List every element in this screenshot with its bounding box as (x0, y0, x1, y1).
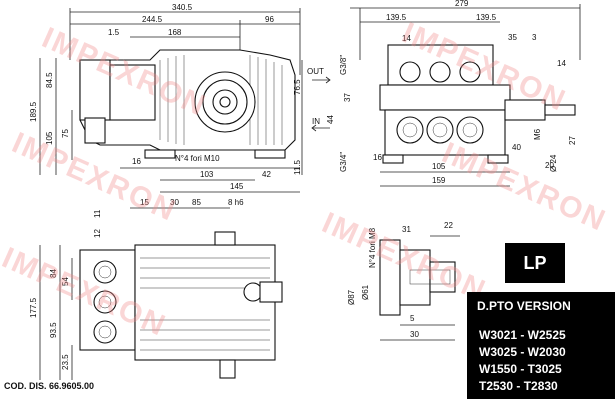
model-row: W3025 - W2030 (479, 345, 566, 359)
flange-view: 31 22 N°4 fori M8 Ø87 Ø61 5 30 (347, 221, 460, 341)
drawing-code: COD. DIS. 66.9605.00 (4, 381, 95, 391)
dim-shaft-24: Ø 24 (549, 154, 558, 172)
dim-end-14a: 14 (402, 34, 411, 43)
pto-title: D.PTO VERSION (477, 299, 571, 313)
dim-top-84: 84 (49, 269, 58, 278)
dim-foot-offset: 16 (132, 157, 141, 166)
dim-flange-31: 31 (402, 225, 411, 234)
dim-length-3: 96 (265, 15, 274, 24)
dim-length-2: 244.5 (142, 15, 163, 24)
model-row: W3021 - W2525 (479, 328, 566, 342)
dim-top-93: 93.5 (49, 322, 58, 338)
label-out: OUT (307, 67, 324, 76)
dim-end-20: 20 (545, 161, 554, 170)
dim-key-27: 27 (568, 136, 577, 145)
dim-end-159: 159 (432, 176, 446, 185)
model-row: W1550 - T3025 (479, 362, 562, 376)
label-flange-holes: N°4 fori M8 (368, 227, 377, 268)
dim-foot-right: 42 (262, 170, 271, 179)
dim-end-3: 3 (532, 33, 537, 42)
port-inlet-size: G3/4" (339, 152, 348, 172)
dim-right-1: 76.5 (293, 79, 302, 95)
dim-top-12: 12 (93, 229, 102, 238)
dim-port-44: 44 (326, 115, 335, 124)
dim-top-11: 11 (93, 209, 102, 218)
dim-flange-22: 22 (444, 221, 453, 230)
dim-end-35: 35 (508, 33, 517, 42)
dim-height-1: 189.5 (29, 101, 38, 122)
dim-end-16: 16 (373, 153, 382, 162)
dim-flange-30: 30 (410, 330, 419, 339)
dim-width-overall: 279 (455, 0, 469, 8)
dim-top-23: 23.5 (61, 354, 70, 370)
dim-height-2: 84.5 (45, 72, 54, 88)
dim-top-height: 177.5 (29, 297, 38, 318)
top-view: 15 30 85 8 h6 11 12 177.5 84 54 93.5 23.… (29, 198, 283, 380)
port-outlet-size: G3/8" (339, 55, 348, 75)
dim-top-85: 85 (192, 198, 201, 207)
dim-top-15: 15 (140, 198, 149, 207)
dim-overall-length: 340.5 (172, 3, 193, 12)
dim-half-left: 139.5 (386, 13, 407, 22)
lp-badge: LP (505, 243, 565, 283)
dim-height-4: 75 (61, 129, 70, 138)
dim-height-3: 105 (45, 131, 54, 145)
dim-end-40: 40 (512, 143, 521, 152)
model-row: T2530 - T2830 (479, 379, 558, 393)
dim-top-30: 30 (170, 198, 179, 207)
dim-top-54: 54 (61, 277, 70, 286)
label-mount-holes: N°4 fori M10 (175, 154, 220, 163)
dim-flange-phi61: Ø61 (361, 284, 370, 300)
dim-end-14b: 14 (557, 59, 566, 68)
pto-version-panel: D.PTO VERSION W3021 - W2525 W3025 - W203… (467, 292, 615, 399)
end-view: 279 139.5 139.5 14 35 3 14 G3/8" OUT 37 … (307, 0, 581, 187)
dim-flange-5: 5 (410, 314, 415, 323)
watermark-text: IMPEXRON (437, 136, 611, 238)
side-view: 340.5 244.5 96 1.5 168 189.5 84.5 105 75 (29, 3, 303, 193)
dim-flange-phi87: Ø87 (347, 289, 356, 305)
label-in: IN (312, 117, 320, 126)
thread-m6: M6 (533, 128, 542, 140)
dim-foot-total: 145 (230, 182, 244, 191)
dim-length-5: 168 (168, 28, 182, 37)
dim-length-4: 1.5 (108, 28, 120, 37)
dim-right-2: 11.5 (293, 159, 302, 175)
dim-shaft-tolerance: 8 h6 (228, 198, 244, 207)
dim-foot-span: 103 (200, 170, 214, 179)
dim-half-right: 139.5 (476, 13, 497, 22)
dim-end-105: 105 (432, 162, 446, 171)
dim-port-37: 37 (343, 93, 352, 102)
